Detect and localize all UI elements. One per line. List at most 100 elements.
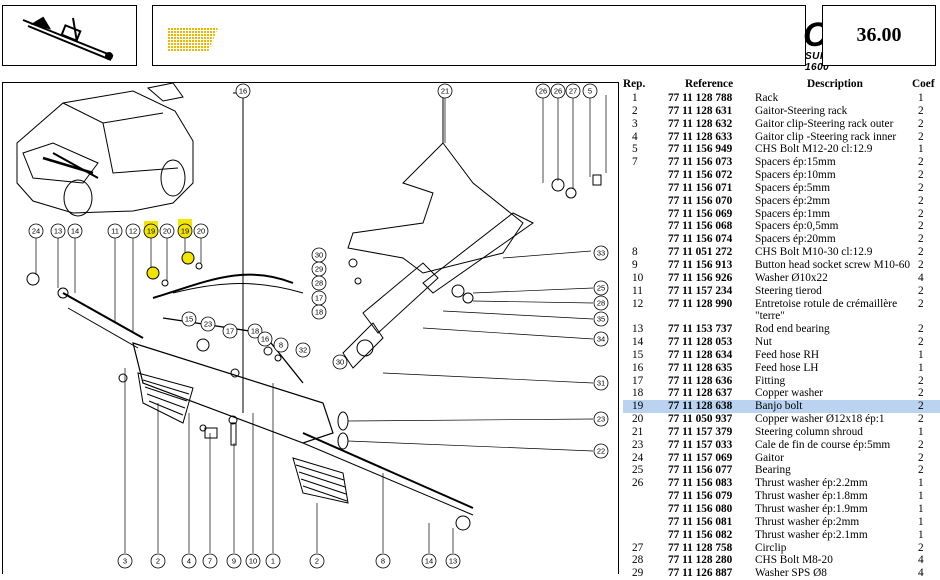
callout-circle[interactable] <box>247 323 263 339</box>
callout-circle[interactable] <box>226 553 242 569</box>
callout-circle[interactable] <box>257 331 273 347</box>
callout-circle[interactable] <box>125 223 141 239</box>
callout-circle[interactable] <box>245 553 261 569</box>
callout-circle[interactable] <box>181 311 197 327</box>
row-reference: 77 11 128 280 <box>668 554 733 567</box>
callout-circle[interactable] <box>582 83 598 99</box>
callout-circle[interactable] <box>550 83 566 99</box>
callout-circle[interactable] <box>445 553 461 569</box>
callout-circle[interactable] <box>375 553 391 569</box>
callout-circle[interactable] <box>150 553 166 569</box>
callout-circle[interactable] <box>193 223 209 239</box>
row-rep: 12 <box>632 297 644 310</box>
callout-circle[interactable] <box>117 553 133 569</box>
callout-circle[interactable] <box>593 245 609 261</box>
callout-label: 10 <box>249 557 257 566</box>
callout-circle[interactable] <box>265 553 281 569</box>
callout-label: 3 <box>123 557 127 566</box>
callout-circle[interactable] <box>202 553 218 569</box>
callout-circle[interactable] <box>295 342 311 358</box>
callout-circle[interactable] <box>311 304 327 320</box>
callout-circle[interactable] <box>593 280 609 296</box>
callout-circle[interactable] <box>593 311 609 327</box>
row-rep: 26 <box>632 477 644 490</box>
callout-circle[interactable] <box>143 223 159 239</box>
callout-circle[interactable] <box>593 331 609 347</box>
callout-circle[interactable] <box>50 223 66 239</box>
row-reference: 77 11 156 070 <box>668 194 733 207</box>
callout-circle[interactable] <box>593 295 609 311</box>
callout-circle[interactable] <box>593 443 609 459</box>
callout-circle[interactable] <box>200 316 216 332</box>
callout-circle[interactable] <box>565 83 581 99</box>
row-rep <box>623 310 657 323</box>
callout-circle[interactable] <box>593 375 609 391</box>
callout-circle[interactable] <box>311 275 327 291</box>
callout-circle[interactable] <box>309 553 325 569</box>
callout-circle[interactable] <box>177 223 193 239</box>
page-number: 36.00 <box>822 5 936 66</box>
callout-circle[interactable] <box>67 223 83 239</box>
callout-circle[interactable] <box>437 83 453 99</box>
callout-label: 16 <box>239 87 247 96</box>
callout-circle[interactable] <box>593 411 609 427</box>
row-description: Copper washer Ø12x18 ép:1 <box>755 413 885 426</box>
callout-circle[interactable] <box>273 337 289 353</box>
callout-circle[interactable] <box>235 83 251 99</box>
callout-circle[interactable] <box>159 223 175 239</box>
row-description: Steering column shroud <box>755 425 863 438</box>
callout-circle[interactable] <box>28 223 44 239</box>
row-rep: 25 <box>632 464 644 477</box>
row-coef: 2 <box>918 284 924 297</box>
callout-circle[interactable] <box>107 223 123 239</box>
callout-label: 11 <box>111 227 119 236</box>
callout-circle[interactable] <box>181 553 197 569</box>
row-reference: 77 11 156 069 <box>668 207 733 220</box>
row-reference: 77 11 156 077 <box>668 464 733 477</box>
row-description: Feed hose RH <box>755 348 820 361</box>
callout-circle[interactable] <box>332 354 348 370</box>
callout-circle[interactable] <box>421 553 437 569</box>
callout-circle[interactable] <box>222 323 238 339</box>
table-row[interactable]: "terre" <box>623 310 940 323</box>
callout-circle[interactable] <box>535 83 551 99</box>
header-coef: Coef <box>912 78 935 90</box>
